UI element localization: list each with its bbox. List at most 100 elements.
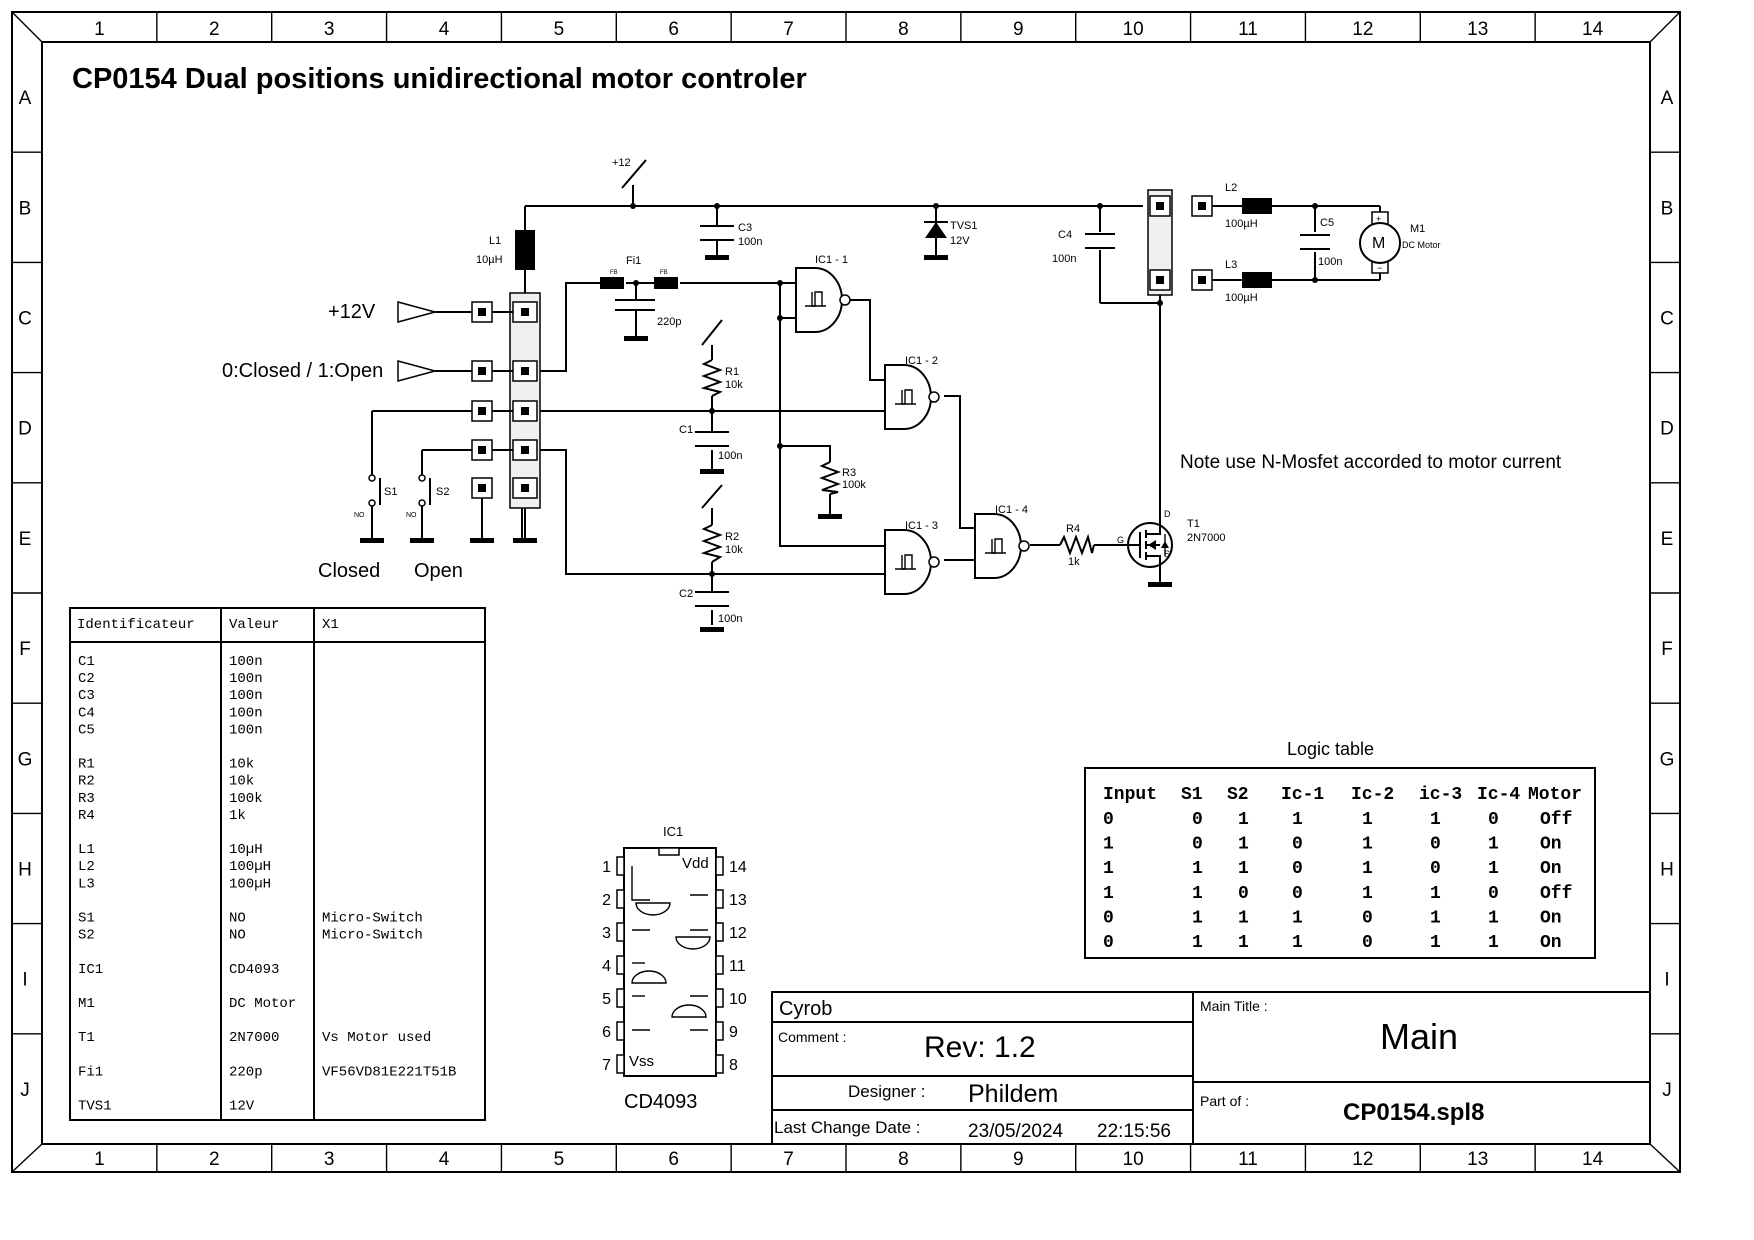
svg-text:R3: R3 [842, 467, 856, 479]
resistor-r4: R4 1k [1059, 523, 1095, 568]
svg-text:DC Motor: DC Motor [1402, 240, 1441, 250]
grid-col-bottom: 12 [1352, 1149, 1373, 1170]
svg-text:NO: NO [406, 512, 417, 519]
grid-col-bottom: 11 [1238, 1149, 1258, 1170]
ic-pin [715, 988, 724, 1008]
capacitor-c1: C1 100n [679, 424, 742, 474]
grid-row-left: J [20, 1080, 30, 1101]
main-connector-strip [509, 292, 541, 543]
svg-text:100k: 100k [842, 479, 866, 491]
grid-row-right: G [1660, 749, 1675, 770]
inductor-l2: L2 100µH [1225, 182, 1272, 230]
svg-text:IC1 - 4: IC1 - 4 [995, 504, 1028, 516]
grid-row-left: B [19, 198, 32, 219]
svg-text:FB: FB [610, 270, 618, 276]
grid-row-left: E [19, 529, 32, 550]
ic-pin [715, 856, 724, 876]
svg-text:100n: 100n [738, 236, 762, 248]
ic-pin-number: 8 [729, 1057, 738, 1074]
ic-pin-number: 5 [602, 991, 611, 1008]
ic-pin-number: 11 [729, 958, 746, 975]
logic-cell: 1 [1430, 810, 1441, 830]
svg-text:NO: NO [354, 512, 365, 519]
bom-cell: C2 [78, 671, 95, 687]
svg-text:L1: L1 [489, 235, 501, 247]
grid-col-bottom: 10 [1123, 1149, 1144, 1170]
ic-pin [616, 922, 625, 942]
svg-text:TVS1: TVS1 [950, 220, 978, 232]
ic-pin-number: 13 [729, 892, 747, 909]
ic-pin [616, 1054, 625, 1074]
logic-header-cell: Motor [1528, 785, 1582, 805]
svg-text:IC1 - 1: IC1 - 1 [815, 254, 848, 266]
svg-text:S: S [1164, 549, 1170, 559]
logic-cell: 0 [1238, 884, 1249, 904]
resistor-r3: R3 100k [818, 461, 866, 519]
logic-cell: 1 [1362, 835, 1373, 855]
grid-row-right: F [1661, 639, 1673, 660]
input-label-12v: +12V [328, 301, 376, 323]
ic-pin [616, 889, 625, 909]
bom-cell: Fi1 [78, 1064, 103, 1080]
svg-text:1k: 1k [1068, 556, 1080, 568]
logic-header-cell: Ic-2 [1351, 785, 1394, 805]
grid-col-top: 14 [1582, 19, 1604, 40]
logic-cell: 1 [1362, 810, 1373, 830]
input-connectors: +12V 0:Closed / 1:Open [222, 301, 513, 543]
filter-fi1: Fi1 FB FB 220p [600, 255, 681, 341]
svg-text:100µH: 100µH [1225, 218, 1258, 230]
grid-col-top: 12 [1352, 19, 1373, 40]
ic-pin-number: 14 [729, 859, 747, 876]
logic-cell: 1 [1430, 933, 1441, 953]
logic-cell: On [1540, 835, 1562, 855]
grid-col-top: 11 [1238, 19, 1258, 40]
svg-text:D: D [1164, 509, 1171, 519]
svg-text:Last Change Date :: Last Change Date : [774, 1118, 920, 1137]
bom-cell: 100n [229, 722, 263, 738]
capacitor-c4: C4 100n [1052, 229, 1115, 265]
svg-text:R2: R2 [725, 531, 739, 543]
inductor-l3: L3 100µH [1225, 259, 1272, 304]
logic-cell: 1 [1488, 908, 1499, 928]
logic-header-cell: Input [1103, 785, 1157, 805]
grid-row-right: H [1660, 860, 1674, 881]
label-closed: Closed [318, 560, 380, 582]
grid-row-right: B [1661, 198, 1674, 219]
grid-row-right: J [1662, 1080, 1672, 1101]
nand-ic1-1: IC1 - 1 [795, 254, 851, 333]
logic-header-cell: ic-3 [1419, 785, 1462, 805]
svg-text:R4: R4 [1066, 523, 1080, 535]
logic-cell: 1 [1238, 933, 1249, 953]
ic-pin-number: 10 [729, 991, 747, 1008]
logic-cell: 0 [1488, 884, 1499, 904]
grid-col-bottom: 9 [1013, 1149, 1024, 1170]
logic-cell: On [1540, 908, 1562, 928]
ic-pin-number: 7 [602, 1057, 611, 1074]
title-block: Cyrob Comment : Rev: 1.2 Designer : Phil… [771, 991, 1651, 1145]
resistor-r2: R2 10k [700, 484, 743, 563]
grid-col-top: 7 [783, 19, 794, 40]
bom-cell: NO [229, 928, 246, 944]
ic-pin-number: 3 [602, 925, 611, 942]
designer-name: Phildem [968, 1080, 1058, 1108]
diode-tvs1: TVS1 12V [924, 206, 978, 260]
svg-text:Vss: Vss [629, 1053, 654, 1070]
bom-cell: Vs Motor used [322, 1030, 431, 1046]
logic-cell: 0 [1103, 908, 1114, 928]
logic-cell: 0 [1292, 835, 1303, 855]
bom-cell: 12V [229, 1099, 255, 1115]
svg-text:T1: T1 [1187, 518, 1200, 530]
logic-cell: 1 [1292, 810, 1303, 830]
svg-text:12V: 12V [950, 235, 970, 247]
logic-cell: 0 [1192, 810, 1203, 830]
label-open: Open [414, 560, 463, 582]
motor-connector-strip [1147, 189, 1213, 296]
svg-text:C1: C1 [679, 424, 693, 436]
logic-cell: 1 [1192, 933, 1203, 953]
bom-cell: R2 [78, 774, 95, 790]
ic-pin [715, 889, 724, 909]
